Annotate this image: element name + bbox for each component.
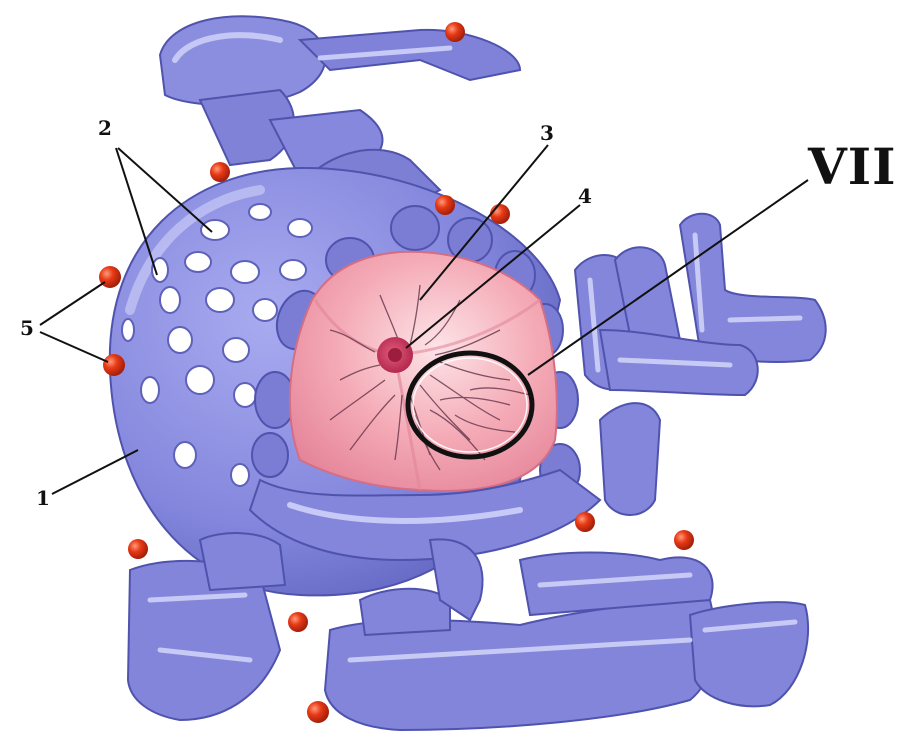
ribosome-icon: [445, 22, 465, 42]
nuclear-pore: [231, 464, 249, 486]
nuclear-pore: [141, 377, 159, 403]
nucleolus: [377, 337, 413, 373]
nuclear-pore: [253, 299, 277, 321]
nuclear-pore: [185, 252, 211, 272]
ribosome-icon: [288, 612, 308, 632]
nuclear-pore: [174, 442, 196, 468]
nuclear-pore: [231, 261, 259, 283]
ribosome-icon: [674, 530, 694, 550]
ribosome-icon: [103, 354, 125, 376]
label-4: 4: [578, 186, 592, 206]
label-1: 1: [36, 488, 50, 508]
ribosome-icon: [307, 701, 329, 723]
ribosome-icon: [435, 195, 455, 215]
label-5: 5: [20, 318, 34, 338]
nuclear-pore: [160, 287, 180, 313]
label-2: 2: [98, 118, 112, 138]
leader-line-5b: [40, 332, 108, 362]
nuclear-pore: [201, 220, 229, 240]
label-3: 3: [540, 123, 554, 143]
ribosome-icon: [210, 162, 230, 182]
nuclear-pore: [280, 260, 306, 280]
nuclear-pore: [223, 338, 249, 362]
nuclear-pore: [168, 327, 192, 353]
nuclear-pore: [186, 366, 214, 394]
nuclear-pore: [206, 288, 234, 312]
ribosome-icon: [575, 512, 595, 532]
label-vii: VII: [808, 142, 897, 192]
ribosome-icon: [128, 539, 148, 559]
ribosome-icon: [490, 204, 510, 224]
leader-line-1: [52, 450, 138, 494]
nuclear-pore: [234, 383, 256, 407]
leader-line-5a: [40, 282, 105, 325]
nuclear-pore: [288, 219, 312, 237]
nuclear-pore: [249, 204, 271, 220]
nuclear-pore: [122, 319, 134, 341]
